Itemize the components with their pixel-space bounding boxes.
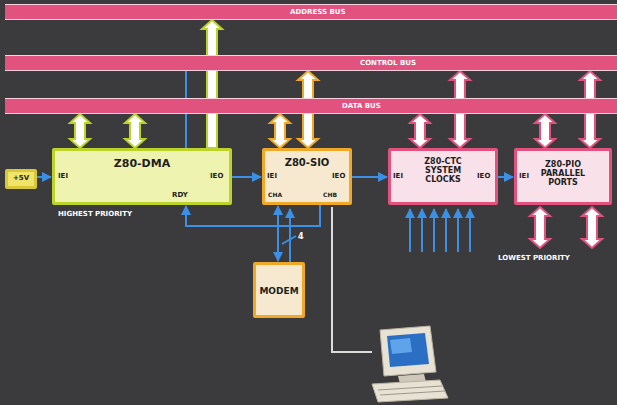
signal-line [37,176,51,178]
control-bus: CONTROL BUS [5,55,617,71]
power-box: +5V [5,169,37,189]
modem-extra-line [282,209,296,262]
modem-box: MODEM [253,262,305,318]
chip-label: Z80-CTC SYSTEM CLOCKS [412,157,474,185]
bus-arrow [202,20,222,148]
terminal-illustration [372,326,448,402]
channel-label: CHA [268,191,282,198]
signal-line [232,176,261,178]
pin-label: IEO [477,172,490,180]
pin-label: IEO [332,172,345,180]
line-count: 4 [298,232,304,241]
signal-line [186,205,320,226]
bus-arrow [270,114,290,148]
pin-label: IEI [58,172,68,180]
pin-label: IEI [393,172,403,180]
clock-input-arrows [410,209,470,252]
bus-label: CONTROL BUS [360,56,416,70]
bus-arrow [70,114,90,148]
pin-label: IEI [267,172,277,180]
terminal-wire [332,207,372,352]
signal-line [277,206,279,261]
address-bus: ADDRESS BUS [5,4,617,20]
signal-line [498,176,513,178]
bus-arrow [535,114,555,148]
priority-note: HIGHEST PRIORITY [58,210,132,218]
parallel-port-arrows [530,207,602,248]
dma-chip: Z80-DMA [52,148,232,205]
pin-label: IEI [519,172,529,180]
signal-line [352,176,387,178]
chip-label: Z80-SIO [279,157,335,169]
chip-label: MODEM [257,286,301,296]
pin-label: RDY [172,191,188,199]
channel-label: CHB [323,191,337,198]
bus-label: DATA BUS [342,99,381,113]
chip-label: Z80-PIO PARALLEL PORTS [533,160,593,188]
chip-label: +5V [9,174,33,182]
bus-arrow [125,114,145,148]
bus-arrow [410,114,430,148]
bus-label: ADDRESS BUS [290,5,345,19]
priority-note: LOWEST PRIORITY [498,254,570,262]
pin-label: IEO [210,172,223,180]
data-bus: DATA BUS [5,98,617,114]
chip-label: Z80-DMA [82,158,202,171]
